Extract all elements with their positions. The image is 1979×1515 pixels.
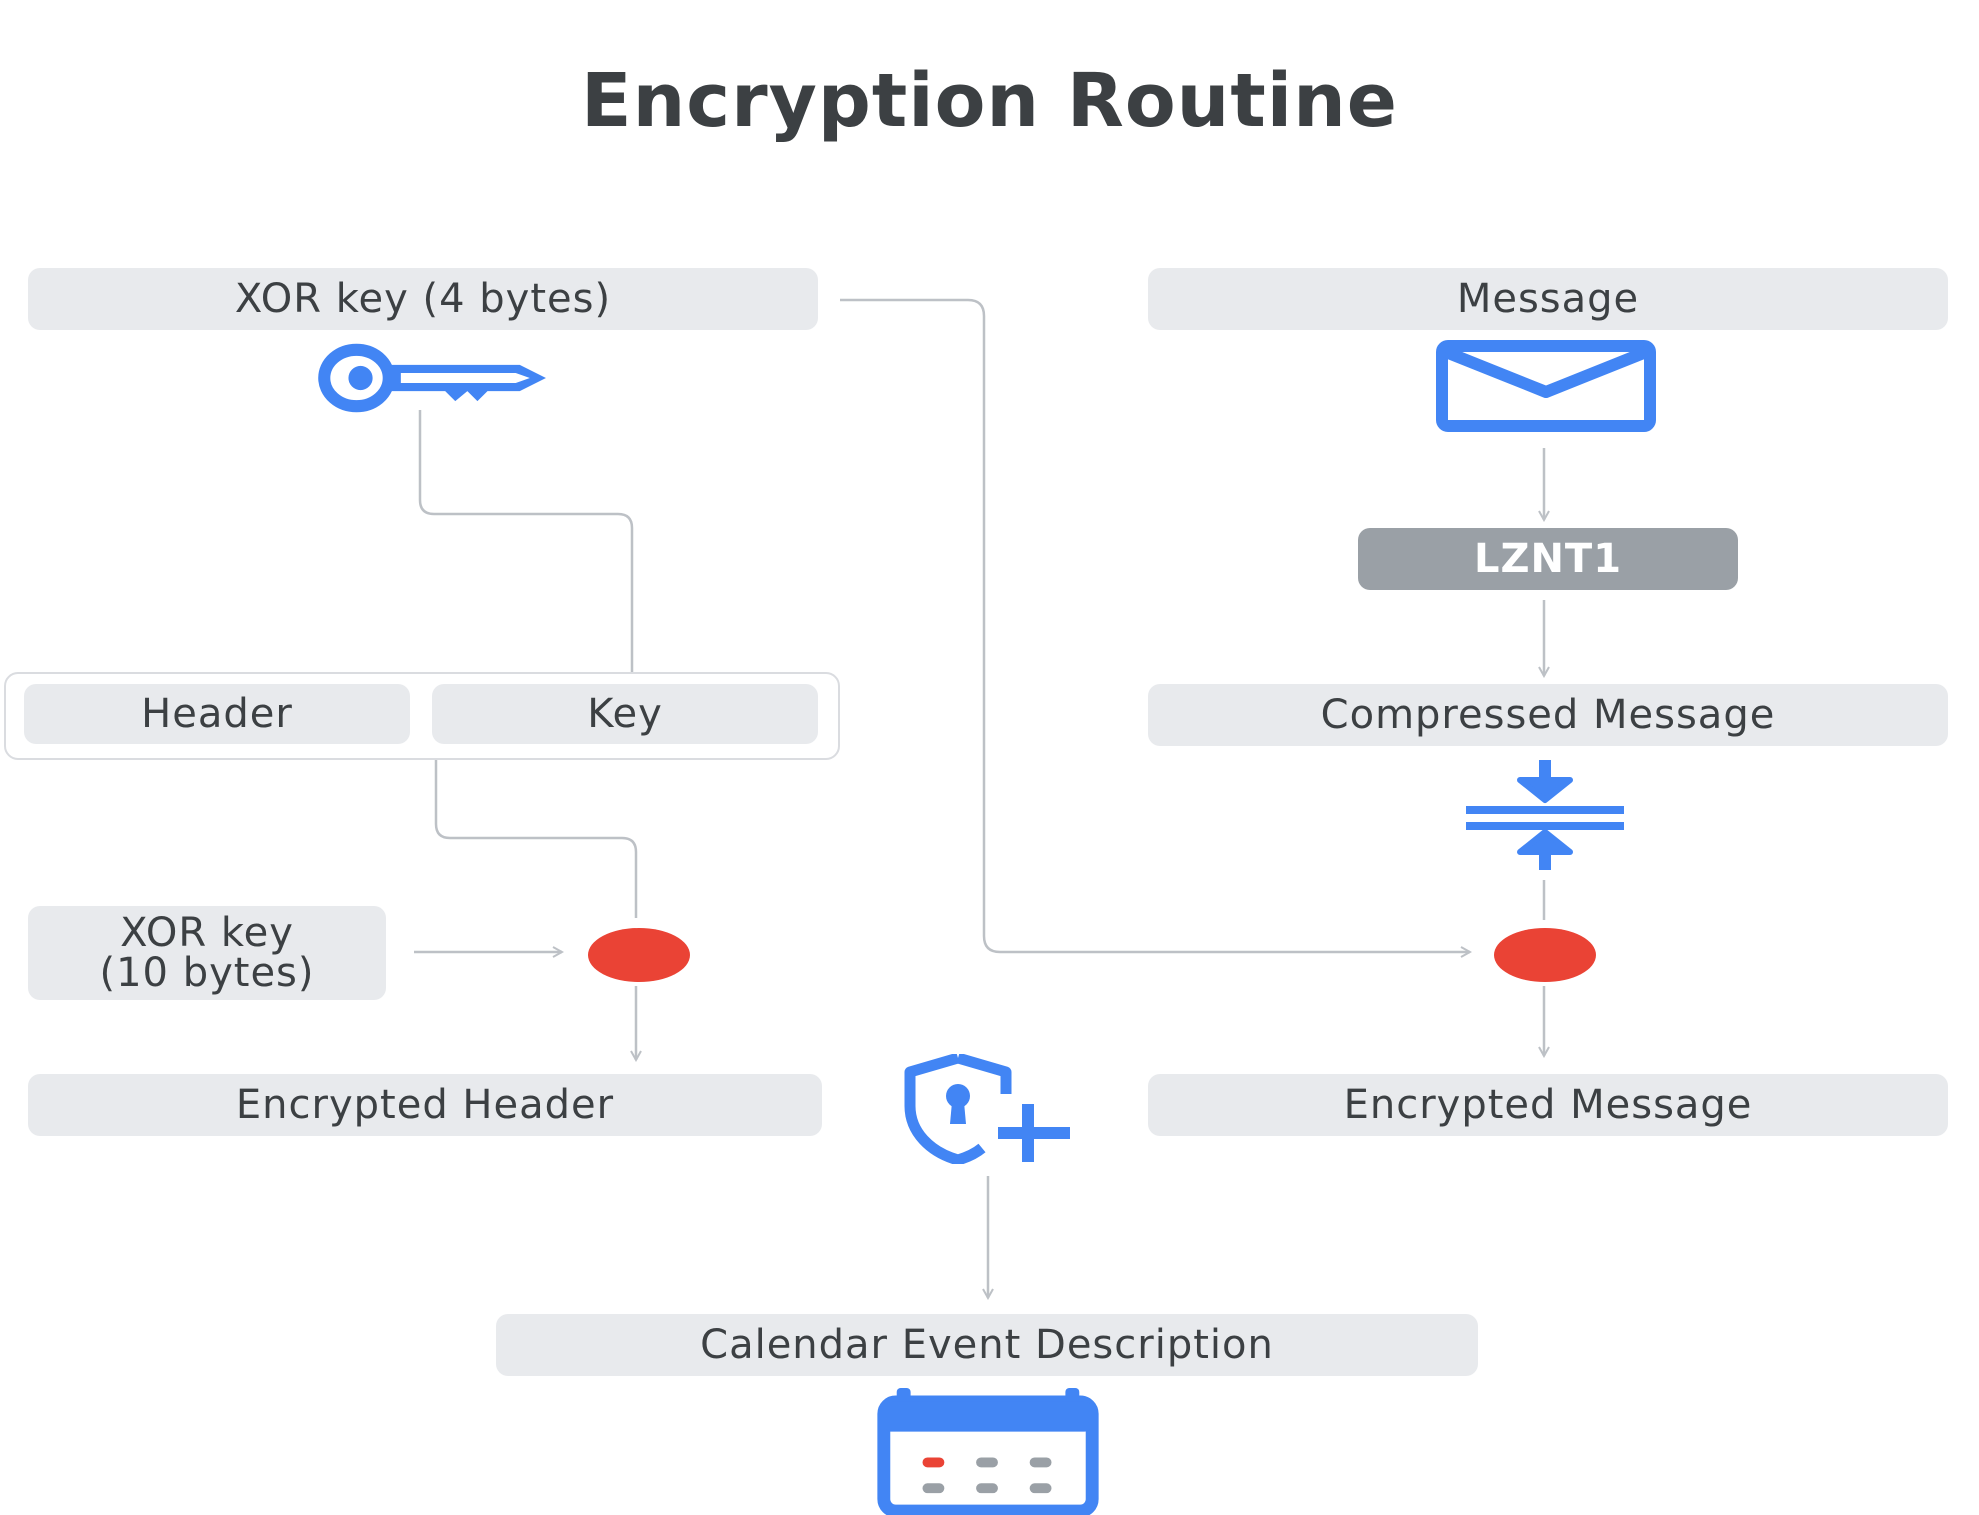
shield-lock-add-icon [904,1054,1070,1164]
compress-icon [1466,760,1624,870]
key-icon [318,343,546,413]
message-node: Message [1148,268,1948,330]
encrypted-header-node: Encrypted Header [28,1074,822,1136]
calendar-event-description-node: Calendar Event Description [496,1314,1478,1376]
xor-key-4-bytes-node: XOR key (4 bytes) [28,268,818,330]
xor-key-10-line2: (10 bytes) [99,950,315,996]
lznt1-node: LZNT1 [1358,528,1738,590]
diagram-title: Encryption Routine [581,58,1398,144]
envelope-icon [1436,340,1656,432]
connector-key-icon-to-key [418,410,632,686]
header-xor-operation [588,928,690,982]
message-xor-operation [1494,928,1596,982]
calendar-icon [877,1388,1099,1515]
key-node: Key [432,684,818,744]
connector-group-to-header-xor [434,756,638,918]
compressed-message-node: Compressed Message [1148,684,1948,746]
encrypted-message-node: Encrypted Message [1148,1074,1948,1136]
xor-key-10-bytes-node: XOR key (10 bytes) [28,906,386,1000]
connector-xorkey4-to-message-xor [840,298,1470,952]
xor-key-10-line1: XOR key [120,910,294,956]
header-node: Header [24,684,410,744]
